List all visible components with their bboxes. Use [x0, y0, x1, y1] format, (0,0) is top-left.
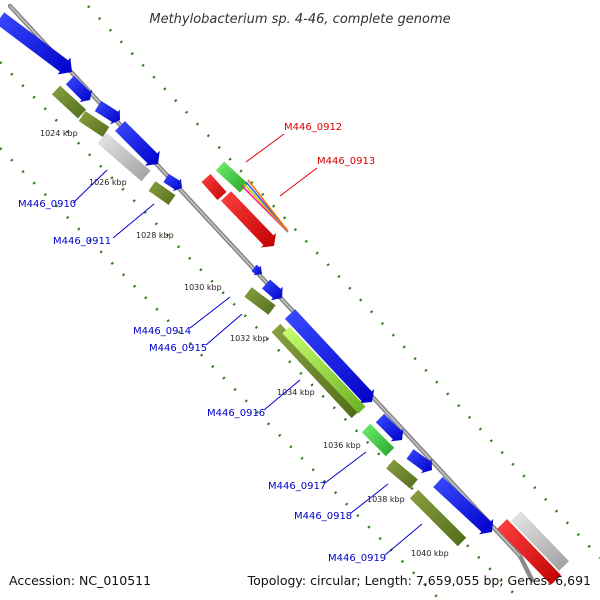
gene-label-leader [263, 379, 301, 411]
gene-label: M446_0913 [317, 156, 375, 167]
gene-bar [271, 323, 363, 421]
dotted-track [0, 147, 441, 600]
gene-bar [409, 489, 469, 549]
gene-label-leader [350, 483, 389, 514]
gene-bar [215, 161, 251, 195]
scale-tick-label: 1026 kbp [89, 178, 127, 187]
gene-label-leader [112, 203, 155, 239]
gene-label-leader [205, 313, 243, 346]
gene-bar [386, 459, 420, 491]
gene-label-leader [279, 167, 318, 197]
cds-arrow [65, 75, 93, 103]
cds-arrow [284, 309, 375, 404]
gene-label: M446_0916 [207, 408, 265, 419]
map-title: Methylobacterium sp. 4-46, complete geno… [149, 12, 450, 27]
feature-stripe [247, 179, 288, 231]
scale-ticks: 1024 kbp 1026 kbp 1028 kbp 1030 kbp 1032 kbp… [40, 129, 449, 558]
gene-label-leader [189, 296, 231, 329]
misc-feature-bar [511, 511, 572, 574]
cds-arrow [262, 279, 283, 301]
misc-feature-bar [97, 132, 153, 184]
gene-label-leader [384, 523, 423, 556]
gene-label: M446_0910 [18, 199, 76, 210]
gene-label: M446_0912 [284, 122, 342, 133]
gene-bar [201, 174, 229, 202]
scale-tick-label: 1034 kbp [277, 388, 315, 397]
scale-tick-label: 1036 kbp [323, 441, 361, 450]
cds-arrow [221, 191, 276, 248]
scale-tick-label: 1024 kbp [40, 129, 78, 138]
gene-label-leader [245, 133, 285, 163]
cds-arrow [433, 476, 494, 535]
accession-text: Accession: NC_010511 [9, 573, 151, 588]
dotted-track [87, 5, 600, 559]
cds-arrow [0, 12, 72, 75]
scale-tick-label: 1032 kbp [230, 334, 268, 343]
cds-arrow [115, 121, 160, 166]
scale-tick-label: 1040 kbp [411, 549, 449, 558]
gene-label-leader [324, 451, 367, 484]
cds-arrow [251, 264, 262, 276]
gene-label-leader [72, 169, 108, 204]
gene-label: M446_0919 [328, 553, 386, 564]
gene-bar [244, 287, 278, 318]
scale-tick-label: 1030 kbp [184, 283, 222, 292]
genome-backbone-highlight [9, 5, 521, 557]
features [0, 12, 572, 588]
gene-label: M446_0914 [133, 326, 191, 337]
gene-bar [497, 519, 564, 588]
gene-label: M446_0911 [53, 236, 111, 247]
scale-tick-label: 1028 kbp [136, 231, 174, 240]
gene-label: M446_0918 [294, 511, 352, 522]
scale-tick-label: 1038 kbp [367, 495, 405, 504]
gene-label: M446_0915 [149, 343, 207, 354]
genome-summary-text: Topology: circular; Length: 7,659,055 bp… [247, 573, 591, 588]
gene-bar [78, 111, 111, 140]
gene-bar [282, 326, 368, 416]
cds-arrow [94, 100, 120, 125]
cds-arrow [375, 413, 404, 442]
gene-bar [51, 85, 89, 121]
gene-bar [361, 423, 397, 459]
cds-arrow [406, 449, 432, 474]
cds-arrow [163, 173, 182, 192]
gene-bar [148, 181, 178, 208]
gene-label: M446_0917 [268, 481, 326, 492]
